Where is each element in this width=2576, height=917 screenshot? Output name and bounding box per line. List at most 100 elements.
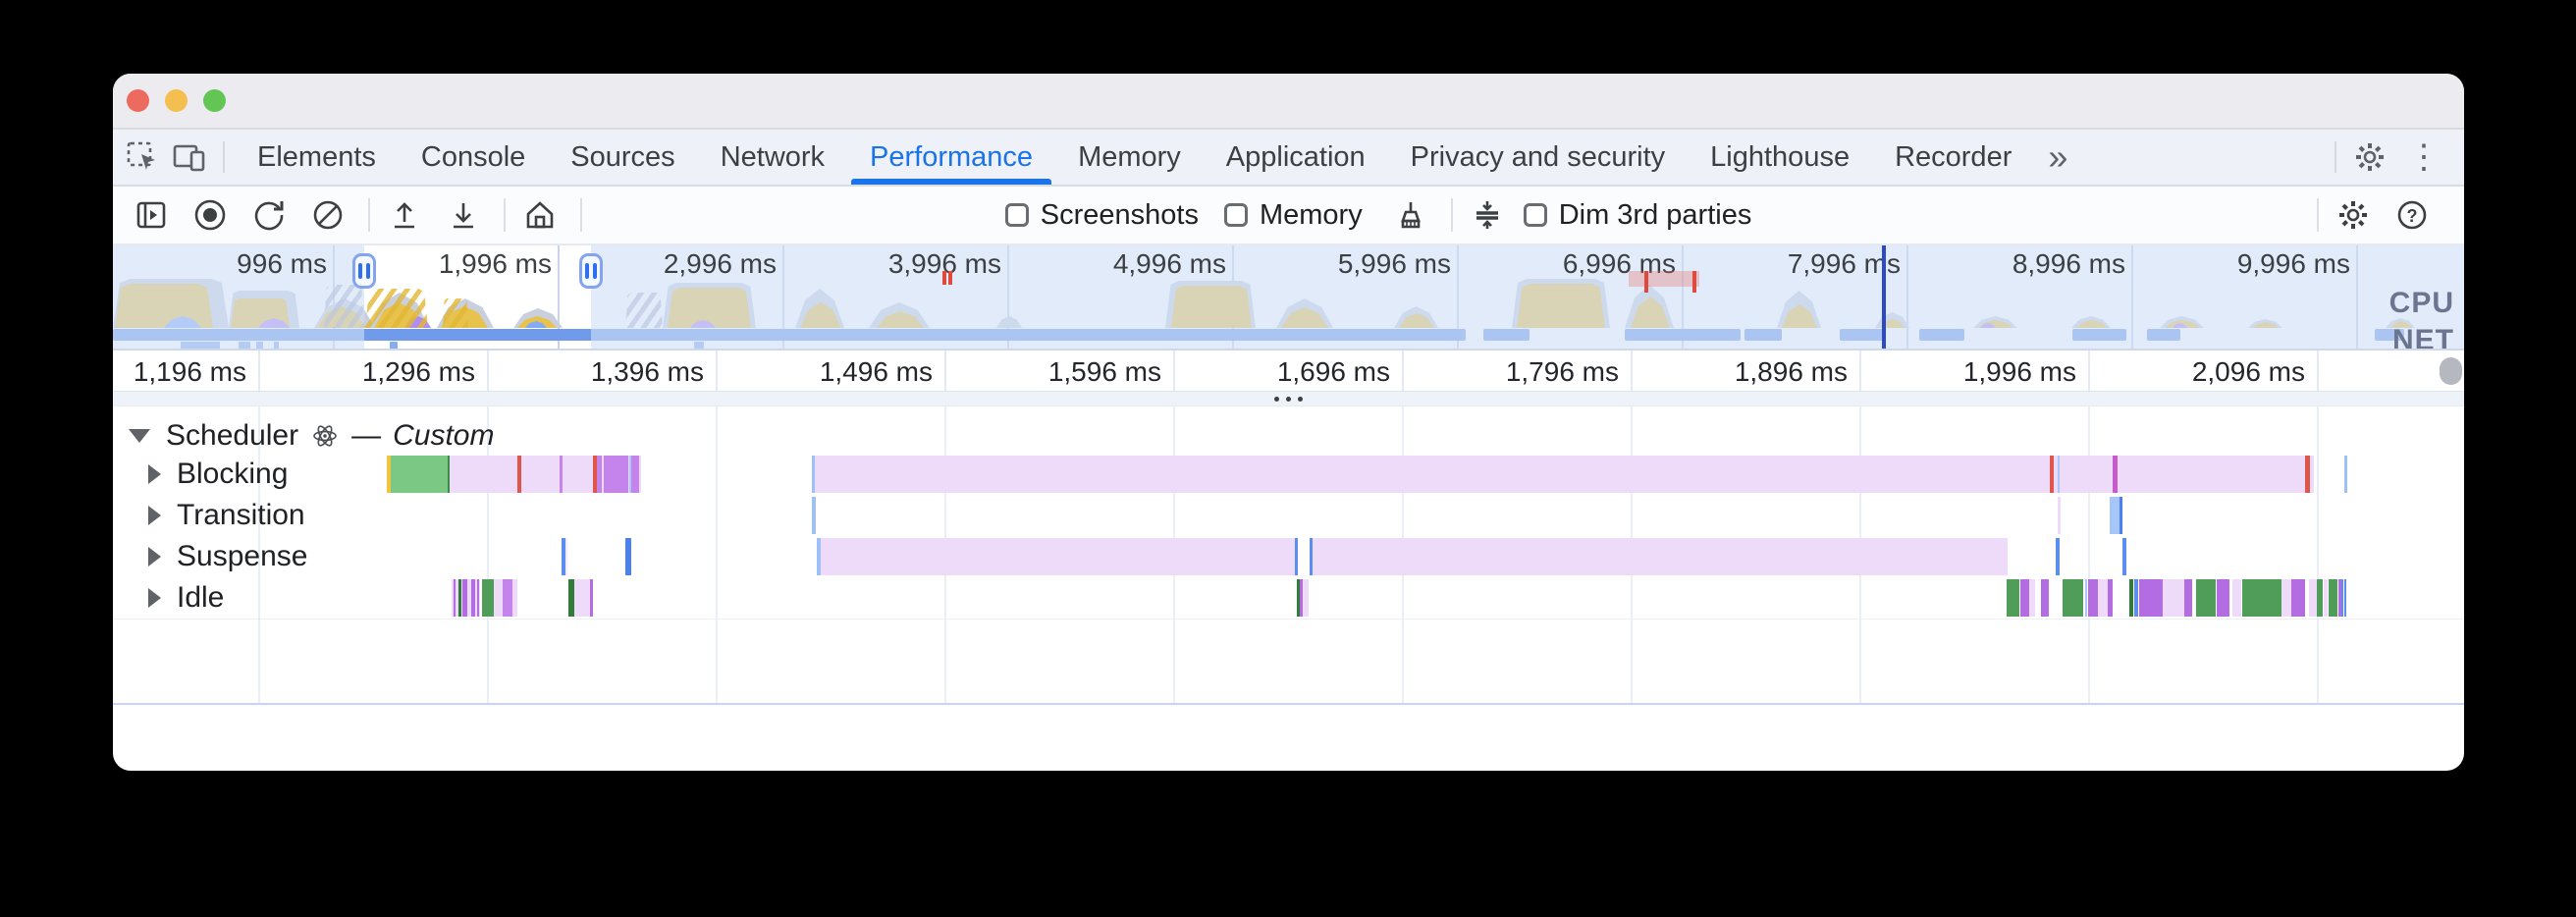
tab-console[interactable]: Console bbox=[420, 140, 526, 173]
divider bbox=[113, 619, 2464, 620]
divider bbox=[113, 703, 2464, 705]
clear-icon[interactable] bbox=[305, 192, 350, 238]
collect-garbage-icon[interactable] bbox=[1388, 192, 1433, 238]
pane-resize-grip[interactable] bbox=[113, 391, 2464, 406]
svg-text:?: ? bbox=[2407, 206, 2418, 226]
playhead-marker bbox=[1882, 245, 1886, 349]
tab-sources[interactable]: Sources bbox=[570, 140, 675, 173]
flame-bar-segment bbox=[2344, 456, 2347, 493]
flame-row-suspense: Suspense bbox=[113, 538, 2464, 575]
inspect-element-icon[interactable] bbox=[119, 135, 166, 179]
flame-bar-segment bbox=[503, 579, 512, 617]
upload-profile-icon[interactable] bbox=[382, 192, 427, 238]
flame-row-header[interactable]: Suspense bbox=[148, 538, 307, 575]
flame-bar-segment bbox=[477, 579, 479, 617]
tab-recorder[interactable]: Recorder bbox=[1895, 140, 2012, 173]
track-header-scheduler[interactable]: Scheduler — Custom bbox=[129, 419, 494, 452]
selection-right-handle[interactable] bbox=[579, 253, 603, 289]
collapse-tracks-icon[interactable] bbox=[1465, 192, 1510, 238]
tab-lighthouse[interactable]: Lighthouse bbox=[1710, 140, 1851, 173]
ruler-tick-label: 1,496 ms bbox=[819, 356, 933, 387]
tab-elements[interactable]: Elements bbox=[257, 140, 376, 173]
flame-row-header[interactable]: Transition bbox=[148, 497, 305, 534]
screenshots-checkbox[interactable]: Screenshots bbox=[1004, 199, 1199, 232]
tab-application[interactable]: Application bbox=[1225, 140, 1366, 173]
minimize-window-button[interactable] bbox=[165, 89, 188, 112]
tab-network[interactable]: Network bbox=[720, 140, 826, 173]
selection-left-handle[interactable] bbox=[352, 253, 376, 289]
ruler-tick-label: 2,096 ms bbox=[2191, 356, 2305, 387]
flame-bar-segment bbox=[512, 579, 517, 617]
flame-bar-segment bbox=[2329, 579, 2337, 617]
ruler-tick-label: 1,596 ms bbox=[1047, 356, 1161, 387]
flame-lane[interactable] bbox=[113, 456, 2464, 493]
more-tabs-icon[interactable]: » bbox=[2048, 136, 2068, 177]
toggle-device-toolbar-icon[interactable] bbox=[166, 135, 213, 179]
flame-row-label: Suspense bbox=[177, 540, 308, 572]
flame-bar-segment bbox=[2163, 579, 2184, 617]
flame-bar-segment bbox=[590, 579, 593, 617]
capture-settings-gear-icon[interactable] bbox=[2331, 192, 2376, 238]
flame-bar-segment bbox=[2120, 497, 2122, 534]
dim-3rd-parties-checkbox[interactable]: Dim 3rd parties bbox=[1523, 199, 1751, 232]
flame-bar-segment bbox=[1298, 538, 1310, 575]
help-icon[interactable]: ? bbox=[2389, 192, 2435, 238]
flame-bar-segment bbox=[448, 456, 450, 493]
record-icon[interactable] bbox=[188, 192, 233, 238]
flame-bar-segment bbox=[565, 538, 567, 575]
live-metrics-home-icon[interactable] bbox=[517, 192, 563, 238]
flame-bar-segment bbox=[2056, 538, 2060, 575]
net-label: NET bbox=[2392, 324, 2454, 351]
flame-gridline bbox=[258, 406, 260, 703]
flame-bar-segment bbox=[2196, 579, 2216, 617]
expand-triangle-icon[interactable] bbox=[148, 547, 161, 566]
flame-row-header[interactable]: Blocking bbox=[148, 456, 288, 493]
flame-bar-segment bbox=[454, 579, 456, 617]
flame-bar-segment bbox=[562, 538, 565, 575]
flame-row-header[interactable]: Idle bbox=[148, 579, 224, 617]
scrollbar-thumb[interactable] bbox=[2440, 357, 2462, 385]
flame-row-idle: Idle bbox=[113, 579, 2464, 617]
flame-lane[interactable] bbox=[113, 579, 2464, 617]
collapse-triangle-icon[interactable] bbox=[129, 429, 150, 443]
toggle-sidebar-icon[interactable] bbox=[129, 192, 174, 238]
checkbox-box[interactable] bbox=[1223, 203, 1248, 227]
zoom-window-button[interactable] bbox=[203, 89, 226, 112]
download-profile-icon[interactable] bbox=[441, 192, 486, 238]
record-and-reload-icon[interactable] bbox=[246, 192, 292, 238]
settings-gear-icon[interactable] bbox=[2346, 135, 2393, 179]
flame-bar-segment bbox=[2050, 456, 2054, 493]
customize-devtools-icon[interactable]: ⋮ bbox=[2407, 138, 2441, 176]
flame-bar-segment bbox=[625, 538, 631, 575]
ruler-tick-label: 1,396 ms bbox=[590, 356, 704, 387]
devtools-window: Elements Console Sources Network Performance… bbox=[113, 74, 2464, 771]
overview-dim-right bbox=[591, 245, 2464, 349]
memory-checkbox[interactable]: Memory bbox=[1223, 198, 1363, 232]
checkbox-label: Memory bbox=[1259, 198, 1363, 231]
expand-triangle-icon[interactable] bbox=[148, 506, 161, 525]
overview-tick-label: 9,996 ms bbox=[2236, 248, 2350, 279]
checkbox-box[interactable] bbox=[1523, 203, 1547, 227]
flame-lane[interactable] bbox=[113, 497, 2464, 534]
flame-bar-segment bbox=[2029, 579, 2035, 617]
flame-bar-segment bbox=[560, 456, 563, 493]
tab-privacy-and-security[interactable]: Privacy and security bbox=[1410, 140, 1666, 173]
close-window-button[interactable] bbox=[127, 89, 149, 112]
flame-gridline bbox=[487, 406, 489, 703]
flame-bar-segment bbox=[458, 579, 461, 617]
tab-performance[interactable]: Performance bbox=[847, 130, 1055, 185]
long-task-range bbox=[1629, 271, 1699, 287]
checkbox-box[interactable] bbox=[1004, 203, 1029, 227]
flame-bar-segment bbox=[462, 579, 467, 617]
flame-bar-segment bbox=[1297, 579, 1300, 617]
tab-memory[interactable]: Memory bbox=[1078, 140, 1181, 173]
overview-tick-label: 6,996 ms bbox=[1562, 248, 1676, 279]
flame-lane[interactable] bbox=[113, 538, 2464, 575]
expand-triangle-icon[interactable] bbox=[148, 588, 161, 608]
flame-bar-segment bbox=[2217, 579, 2229, 617]
expand-triangle-icon[interactable] bbox=[148, 464, 161, 484]
divider bbox=[580, 198, 582, 232]
